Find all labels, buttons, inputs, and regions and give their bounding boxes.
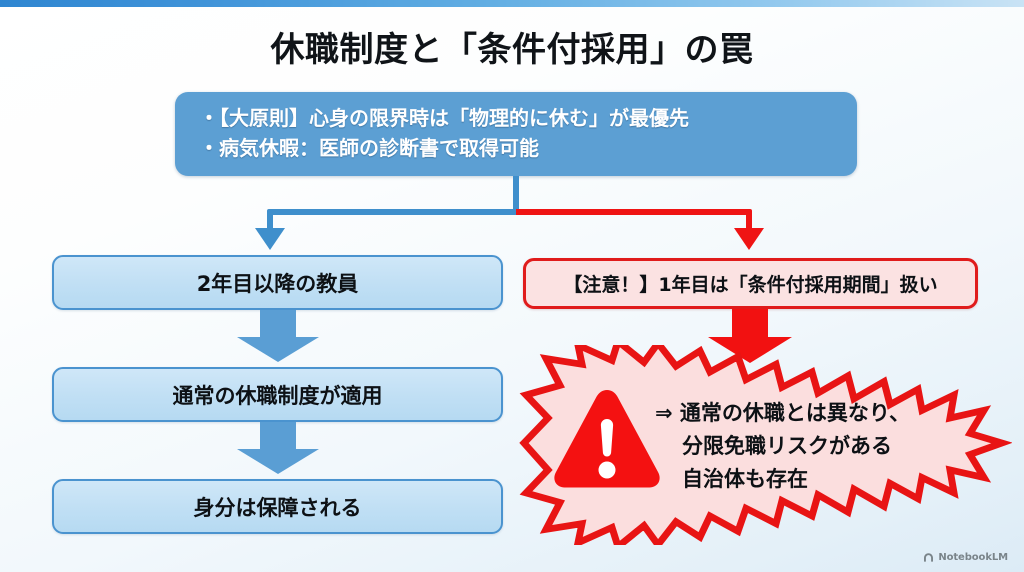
left-box-3: 身分は保障される — [52, 479, 503, 534]
top-accent-bar — [0, 0, 1024, 7]
arrow-head — [237, 449, 319, 474]
principle-banner: ・【大原則】心身の限界時は「物理的に休む」が最優先 ・病気休暇：医師の診断書で取… — [175, 92, 857, 176]
starburst-line-2: 分限免職リスクがある — [682, 434, 892, 458]
connector-right-branch — [516, 209, 752, 215]
warning-triangle-icon — [551, 386, 663, 490]
connector-left-arrowhead — [255, 228, 285, 250]
banner-line-2: ・病気休暇：医師の診断書で取得可能 — [199, 136, 539, 160]
starburst-text: ⇒ 通常の休職とは異なり、 分限免職リスクがある 自治体も存在 — [655, 397, 985, 496]
starburst-line-1: ⇒ 通常の休職とは異なり、 — [655, 401, 911, 425]
connector-stem — [513, 176, 519, 212]
warning-box: 【注意！】1年目は「条件付採用期間」扱い — [523, 258, 978, 309]
arrow-head — [708, 337, 792, 363]
warning-box-label: 【注意！】1年目は「条件付採用期間」扱い — [563, 274, 938, 296]
notebooklm-icon — [923, 552, 934, 563]
arrow-shaft — [260, 422, 296, 450]
watermark-label: NotebookLM — [938, 552, 1008, 563]
left-box-1-label: 2年目以降の教員 — [196, 271, 359, 296]
left-box-2-label: 通常の休職制度が適用 — [172, 383, 383, 408]
connector-left-drop — [267, 211, 273, 231]
connector-right-arrowhead — [734, 228, 764, 250]
arrow-shaft — [732, 309, 768, 338]
starburst-shape — [519, 345, 1012, 545]
left-flow-arrow-1 — [237, 310, 319, 362]
connector-left-branch — [267, 209, 519, 215]
left-box-3-label: 身分は保障される — [193, 495, 362, 520]
watermark: NotebookLM — [923, 552, 1008, 563]
page-title: 休職制度と「条件付採用」の罠 — [270, 30, 754, 70]
right-flow-arrow — [708, 309, 792, 363]
left-box-2: 通常の休職制度が適用 — [52, 367, 503, 422]
arrow-head — [237, 337, 319, 362]
starburst-line-3: 自治体も存在 — [682, 467, 808, 491]
left-flow-arrow-2 — [237, 422, 319, 474]
connector-right-drop — [746, 211, 752, 231]
arrow-shaft — [260, 310, 296, 338]
left-box-1: 2年目以降の教員 — [52, 255, 503, 310]
starburst-callout — [514, 345, 1012, 545]
banner-line-1: ・【大原則】心身の限界時は「物理的に休む」が最優先 — [199, 106, 689, 130]
